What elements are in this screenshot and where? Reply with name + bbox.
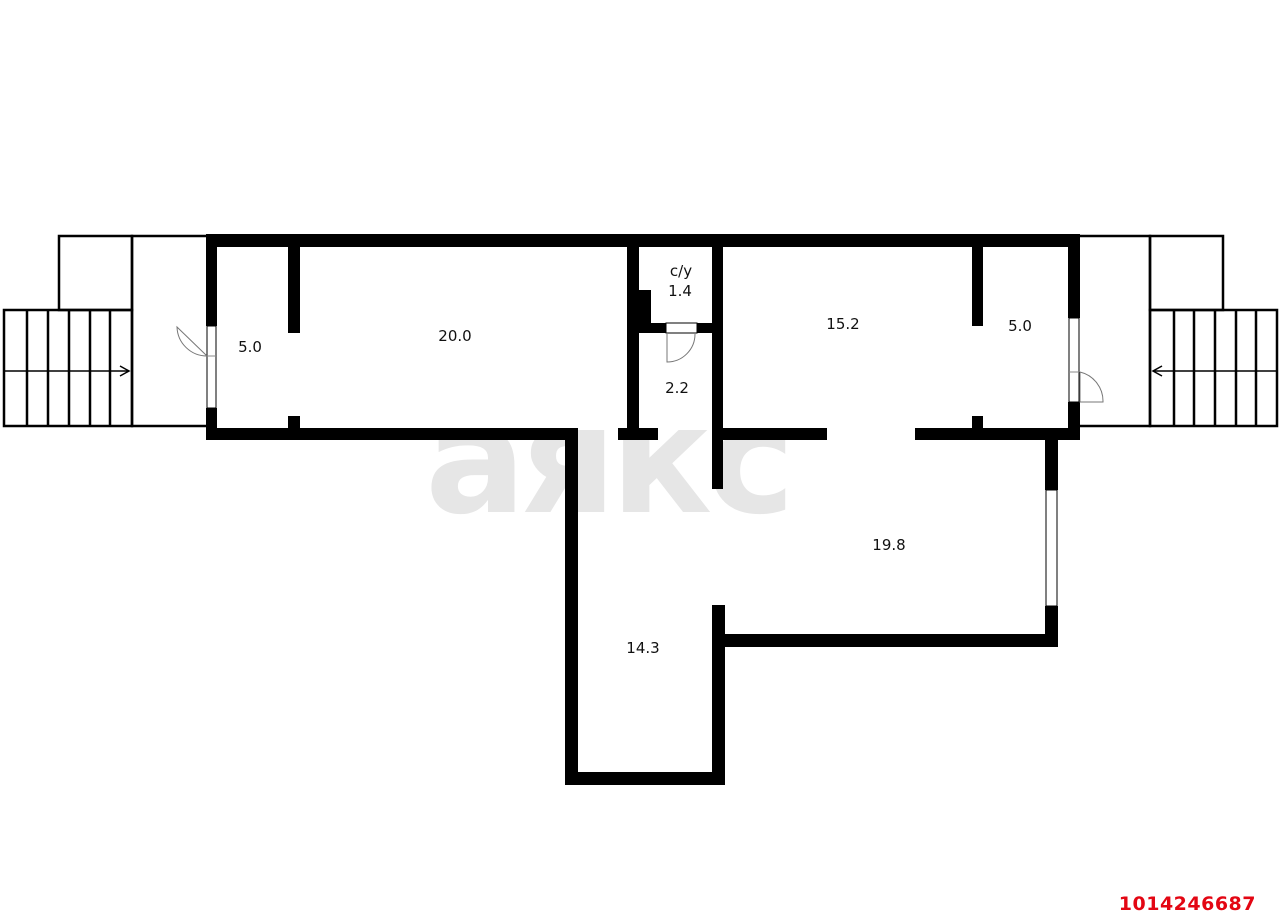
window-lines — [207, 355, 1079, 373]
room-label-hall: 19.8 — [872, 536, 905, 554]
left-stair-treads — [25, 310, 112, 426]
right-porch — [1075, 234, 1279, 428]
windows — [206, 317, 1080, 607]
room-label-room-15: 15.2 — [826, 315, 859, 333]
room-label-vestibule-right: 5.0 — [1008, 317, 1032, 335]
room-label-vestibule-left: 5.0 — [238, 338, 262, 356]
right-stair-arrow-icon — [1151, 365, 1277, 377]
right-door-frame — [1068, 317, 1080, 403]
door-icons — [176, 325, 1104, 403]
room-label-wc-area: 1.4 — [668, 282, 692, 300]
room-label-room-14: 14.3 — [626, 639, 659, 657]
wc-door-icon — [666, 333, 696, 363]
hall-window — [1045, 489, 1058, 607]
left-porch — [2, 234, 211, 428]
room-label-corridor: 2.2 — [665, 379, 689, 397]
left-entry-door-icon — [176, 325, 208, 357]
right-stair-treads — [1172, 310, 1258, 426]
listing-id: 1014246687 — [1118, 893, 1256, 915]
watermark-text: аякс — [425, 374, 789, 548]
wc-door-frame — [665, 322, 698, 334]
right-entry-door-icon — [1079, 371, 1104, 403]
walls — [206, 234, 1080, 785]
left-stair-arrow-icon — [4, 365, 131, 377]
left-door-frame — [206, 325, 217, 409]
room-labels: 5.0 20.0 с/у 1.4 2.2 15.2 5.0 19.8 14.3 — [238, 262, 1032, 657]
room-label-room-20: 20.0 — [438, 327, 471, 345]
room-label-wc-name: с/у — [670, 262, 692, 280]
